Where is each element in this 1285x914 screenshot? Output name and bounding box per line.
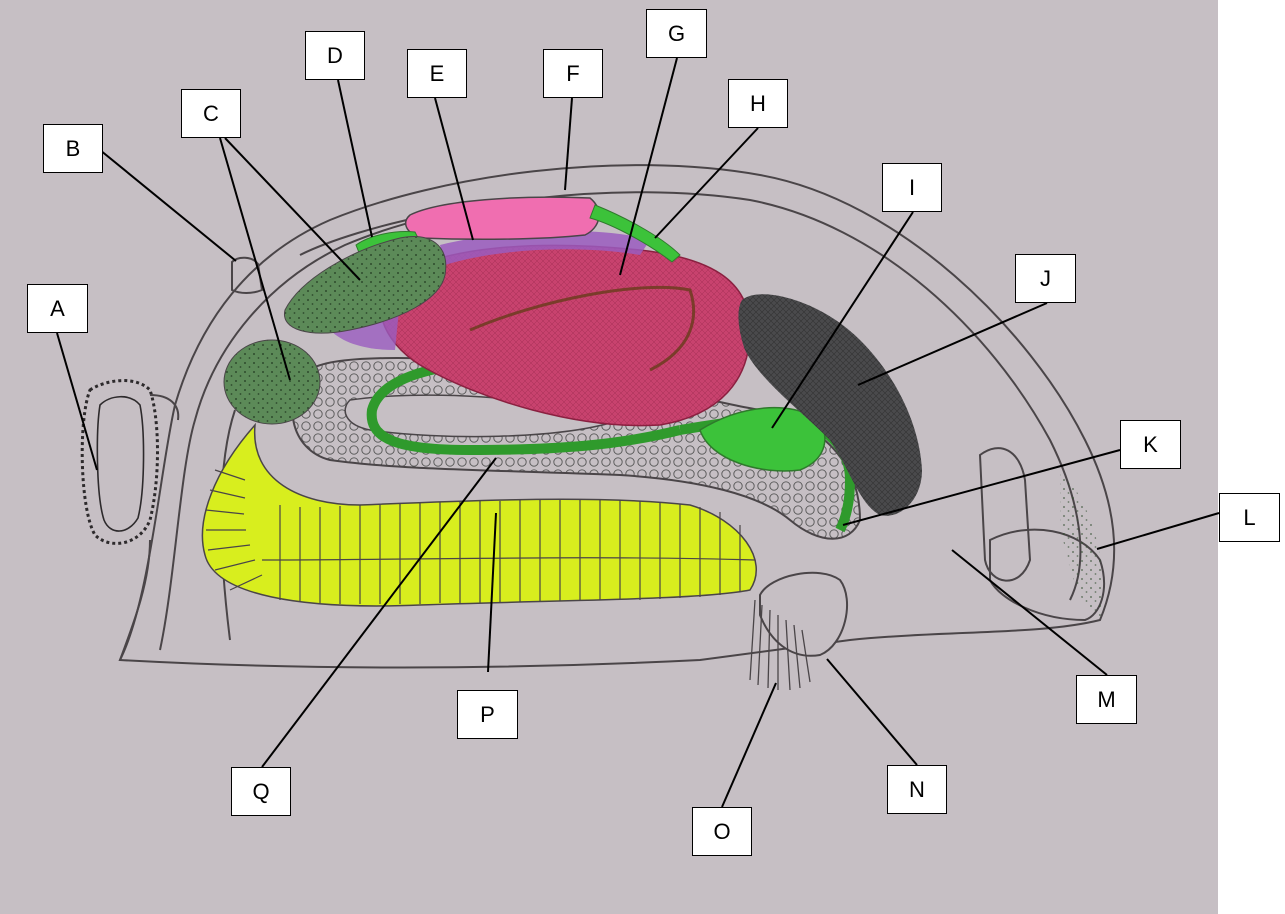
label-e: E bbox=[407, 49, 467, 98]
label-a: A bbox=[27, 284, 88, 333]
label-g: G bbox=[646, 9, 707, 58]
label-d: D bbox=[305, 31, 365, 80]
label-f: F bbox=[543, 49, 603, 98]
label-n: N bbox=[887, 765, 947, 814]
label-b: B bbox=[43, 124, 103, 173]
label-o: O bbox=[692, 807, 752, 856]
label-c: C bbox=[181, 89, 241, 138]
label-l: L bbox=[1219, 493, 1280, 542]
label-p: P bbox=[457, 690, 518, 739]
label-q: Q bbox=[231, 767, 291, 816]
label-h: H bbox=[728, 79, 788, 128]
label-m: M bbox=[1076, 675, 1137, 724]
label-j: J bbox=[1015, 254, 1076, 303]
label-k: K bbox=[1120, 420, 1181, 469]
label-i: I bbox=[882, 163, 942, 212]
stippled-lobe-lower-dots bbox=[224, 340, 320, 424]
